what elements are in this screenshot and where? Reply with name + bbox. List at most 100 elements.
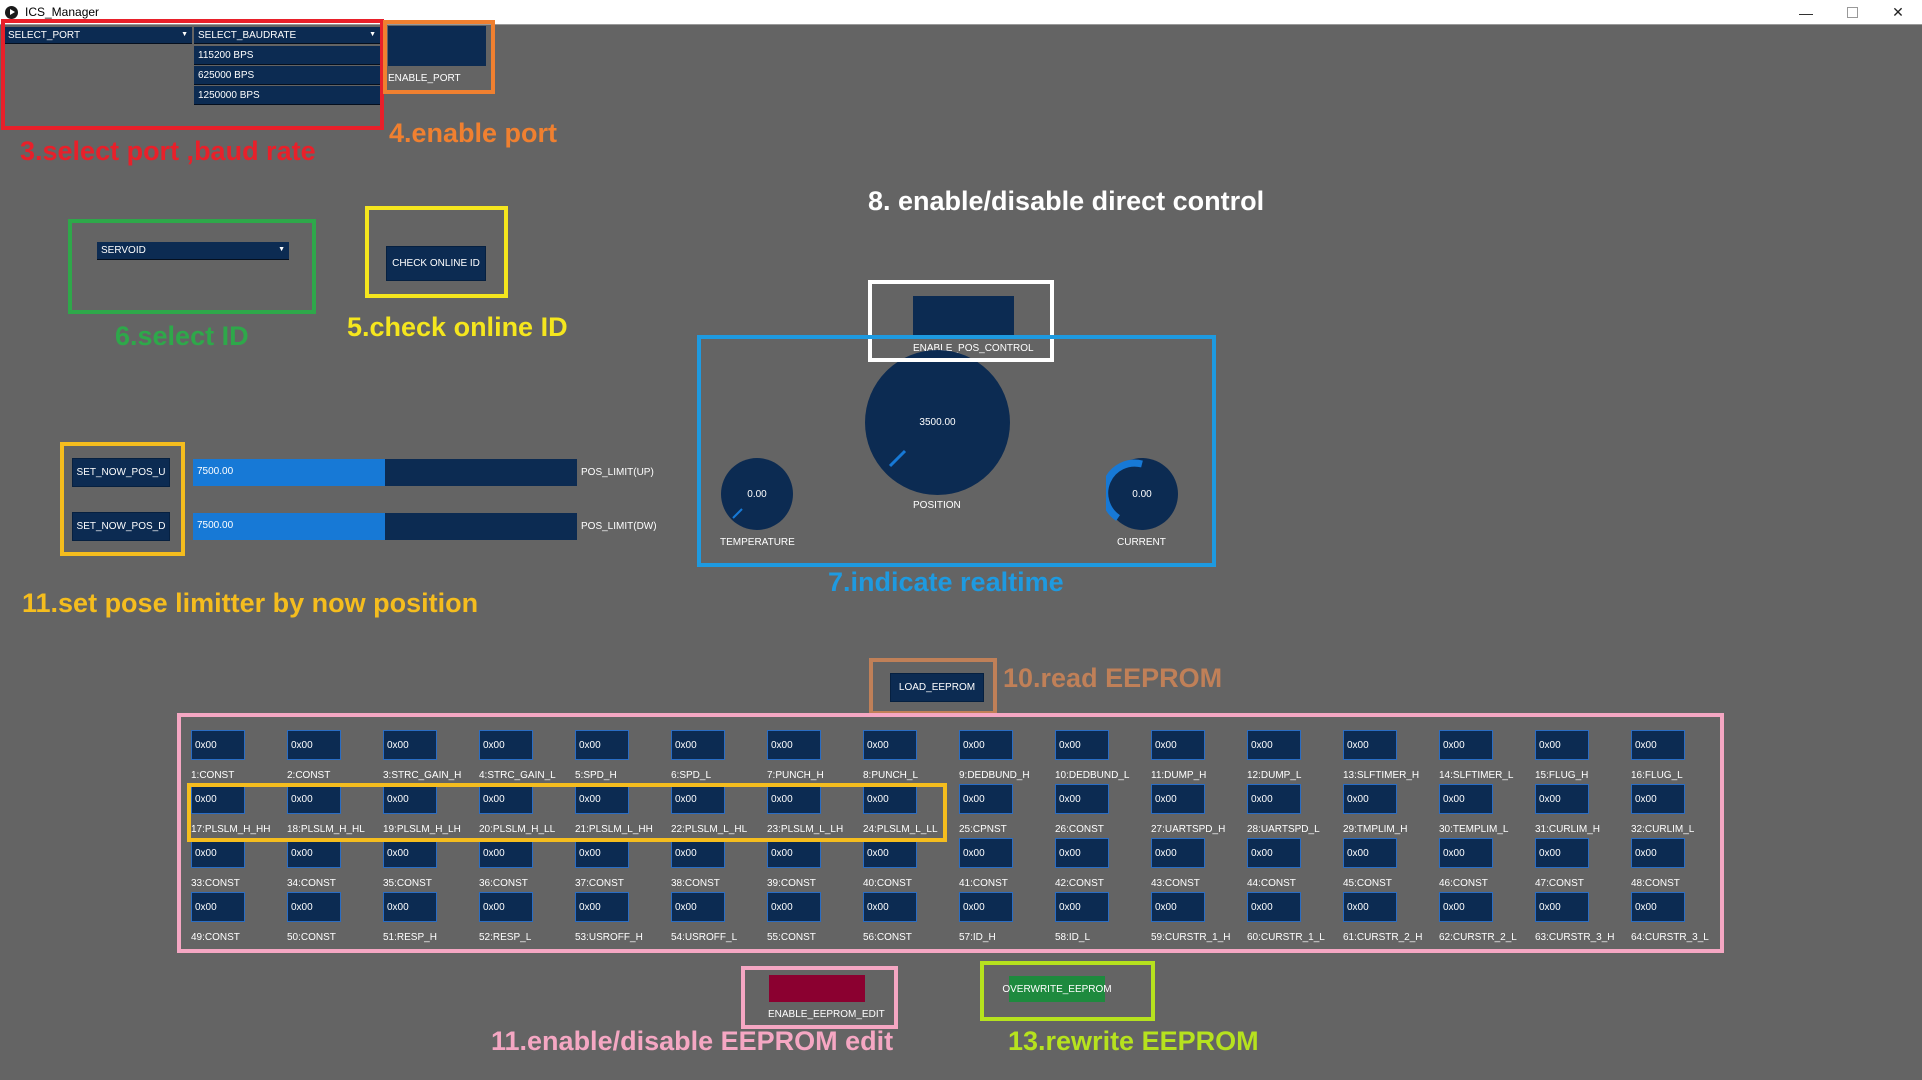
eeprom-cell-input[interactable]: 0x00: [191, 730, 245, 760]
eeprom-cell-input[interactable]: 0x00: [1343, 730, 1397, 760]
baudrate-select[interactable]: SELECT_BAUDRATE ▼: [194, 27, 380, 44]
eeprom-cell-label: 47:CONST: [1535, 878, 1584, 889]
eeprom-cell-label: 16:FLUG_L: [1631, 770, 1683, 781]
eeprom-cell-input[interactable]: 0x00: [383, 784, 437, 814]
eeprom-cell-input[interactable]: 0x00: [671, 784, 725, 814]
eeprom-cell-input[interactable]: 0x00: [191, 784, 245, 814]
eeprom-cell-input[interactable]: 0x00: [383, 892, 437, 922]
eeprom-cell-input[interactable]: 0x00: [1151, 730, 1205, 760]
eeprom-cell-label: 37:CONST: [575, 878, 624, 889]
annotation-box-eeprom-grid: [177, 713, 1724, 953]
eeprom-cell-input[interactable]: 0x00: [1439, 892, 1493, 922]
eeprom-cell-input[interactable]: 0x00: [383, 730, 437, 760]
annotation-direct-control: 8. enable/disable direct control: [868, 186, 1265, 216]
eeprom-cell-input[interactable]: 0x00: [863, 892, 917, 922]
eeprom-cell-input[interactable]: 0x00: [1247, 892, 1301, 922]
eeprom-cell-input[interactable]: 0x00: [191, 838, 245, 868]
set-now-pos-up-button[interactable]: SET_NOW_POS_U: [72, 458, 170, 487]
eeprom-cell-input[interactable]: 0x00: [1343, 892, 1397, 922]
baudrate-option[interactable]: 115200 BPS: [194, 46, 380, 65]
eeprom-cell-input[interactable]: 0x00: [1343, 784, 1397, 814]
eeprom-cell-label: 20:PLSLM_H_LL: [479, 824, 556, 835]
eeprom-cell-input[interactable]: 0x00: [1535, 784, 1589, 814]
eeprom-cell-input[interactable]: 0x00: [479, 730, 533, 760]
eeprom-cell-input[interactable]: 0x00: [1631, 784, 1685, 814]
enable-port-toggle[interactable]: [388, 26, 486, 66]
eeprom-cell-input[interactable]: 0x00: [287, 838, 341, 868]
eeprom-cell-label: 24:PLSLM_L_LL: [863, 824, 938, 835]
eeprom-cell-input[interactable]: 0x00: [671, 838, 725, 868]
eeprom-cell-input[interactable]: 0x00: [959, 892, 1013, 922]
eeprom-cell-input[interactable]: 0x00: [1439, 784, 1493, 814]
set-now-pos-down-button[interactable]: SET_NOW_POS_D: [72, 512, 170, 541]
eeprom-cell-input[interactable]: 0x00: [1247, 838, 1301, 868]
maximize-button[interactable]: [1829, 0, 1875, 25]
eeprom-cell-input[interactable]: 0x00: [1055, 838, 1109, 868]
eeprom-cell-input[interactable]: 0x00: [575, 730, 629, 760]
eeprom-cell-input[interactable]: 0x00: [1247, 784, 1301, 814]
eeprom-cell-input[interactable]: 0x00: [1535, 838, 1589, 868]
eeprom-cell-label: 62:CURSTR_2_L: [1439, 932, 1517, 943]
eeprom-cell-input[interactable]: 0x00: [767, 838, 821, 868]
eeprom-cell-input[interactable]: 0x00: [959, 838, 1013, 868]
eeprom-cell-input[interactable]: 0x00: [1439, 838, 1493, 868]
baudrate-option[interactable]: 625000 BPS: [194, 66, 380, 85]
eeprom-cell-input[interactable]: 0x00: [1055, 784, 1109, 814]
eeprom-cell-input[interactable]: 0x00: [1247, 730, 1301, 760]
eeprom-cell-input[interactable]: 0x00: [1055, 892, 1109, 922]
overwrite-eeprom-button[interactable]: OVERWRITE_EEPROM: [1002, 976, 1112, 1002]
annotation-box-select-id: [68, 219, 316, 314]
eeprom-cell-input[interactable]: 0x00: [1343, 838, 1397, 868]
eeprom-cell-input[interactable]: 0x00: [671, 892, 725, 922]
eeprom-cell-input[interactable]: 0x00: [1151, 784, 1205, 814]
eeprom-cell-input[interactable]: 0x00: [479, 892, 533, 922]
eeprom-cell-input[interactable]: 0x00: [767, 730, 821, 760]
annotation-box-pulse-limit-cells: [187, 783, 947, 842]
eeprom-cell-input[interactable]: 0x00: [1151, 838, 1205, 868]
eeprom-cell-label: 34:CONST: [287, 878, 336, 889]
minimize-button[interactable]: —: [1799, 4, 1813, 21]
eeprom-cell-input[interactable]: 0x00: [1439, 730, 1493, 760]
eeprom-cell-label: 49:CONST: [191, 932, 240, 943]
app-icon: [5, 6, 18, 19]
pos-limit-up-slider[interactable]: 7500.00: [193, 459, 577, 486]
servo-id-select[interactable]: SERVOID ▼: [97, 242, 289, 260]
eeprom-cell-input[interactable]: 0x00: [575, 892, 629, 922]
eeprom-cell-input[interactable]: 0x00: [959, 784, 1013, 814]
enable-eeprom-edit-toggle[interactable]: [769, 975, 865, 1002]
temperature-gauge: 0.00: [721, 458, 793, 530]
eeprom-cell-input[interactable]: 0x00: [671, 730, 725, 760]
eeprom-cell-input[interactable]: 0x00: [767, 784, 821, 814]
eeprom-cell-label: 9:DEDBUND_H: [959, 770, 1030, 781]
port-select[interactable]: SELECT_PORT ▼: [4, 27, 192, 44]
pos-limit-down-slider[interactable]: 7500.00: [193, 513, 577, 540]
eeprom-cell-input[interactable]: 0x00: [863, 730, 917, 760]
eeprom-cell-input[interactable]: 0x00: [191, 892, 245, 922]
load-eeprom-button[interactable]: LOAD_EEPROM: [890, 673, 984, 702]
eeprom-cell-input[interactable]: 0x00: [383, 838, 437, 868]
eeprom-cell-input[interactable]: 0x00: [1151, 892, 1205, 922]
eeprom-cell-input[interactable]: 0x00: [575, 784, 629, 814]
eeprom-cell-label: 45:CONST: [1343, 878, 1392, 889]
baudrate-option[interactable]: 1250000 BPS: [194, 86, 380, 105]
eeprom-cell-input[interactable]: 0x00: [479, 784, 533, 814]
eeprom-cell-input[interactable]: 0x00: [287, 784, 341, 814]
eeprom-cell-input[interactable]: 0x00: [863, 838, 917, 868]
eeprom-cell-label: 14:SLFTIMER_L: [1439, 770, 1514, 781]
eeprom-cell-label: 17:PLSLM_H_HH: [191, 824, 271, 835]
eeprom-cell-input[interactable]: 0x00: [1631, 730, 1685, 760]
eeprom-cell-input[interactable]: 0x00: [959, 730, 1013, 760]
close-button[interactable]: ✕: [1892, 4, 1904, 20]
eeprom-cell-input[interactable]: 0x00: [767, 892, 821, 922]
eeprom-cell-label: 28:UARTSPD_L: [1247, 824, 1320, 835]
enable-pos-control-toggle[interactable]: [913, 296, 1014, 336]
eeprom-cell-input[interactable]: 0x00: [1535, 730, 1589, 760]
eeprom-cell-input[interactable]: 0x00: [1535, 892, 1589, 922]
eeprom-cell-input[interactable]: 0x00: [1631, 838, 1685, 868]
eeprom-cell-input[interactable]: 0x00: [1055, 730, 1109, 760]
eeprom-cell-input[interactable]: 0x00: [1631, 892, 1685, 922]
current-value: 0.00: [1132, 489, 1152, 500]
eeprom-cell-input[interactable]: 0x00: [287, 892, 341, 922]
check-online-id-button[interactable]: CHECK ONLINE ID: [386, 246, 486, 281]
eeprom-cell-input[interactable]: 0x00: [287, 730, 341, 760]
